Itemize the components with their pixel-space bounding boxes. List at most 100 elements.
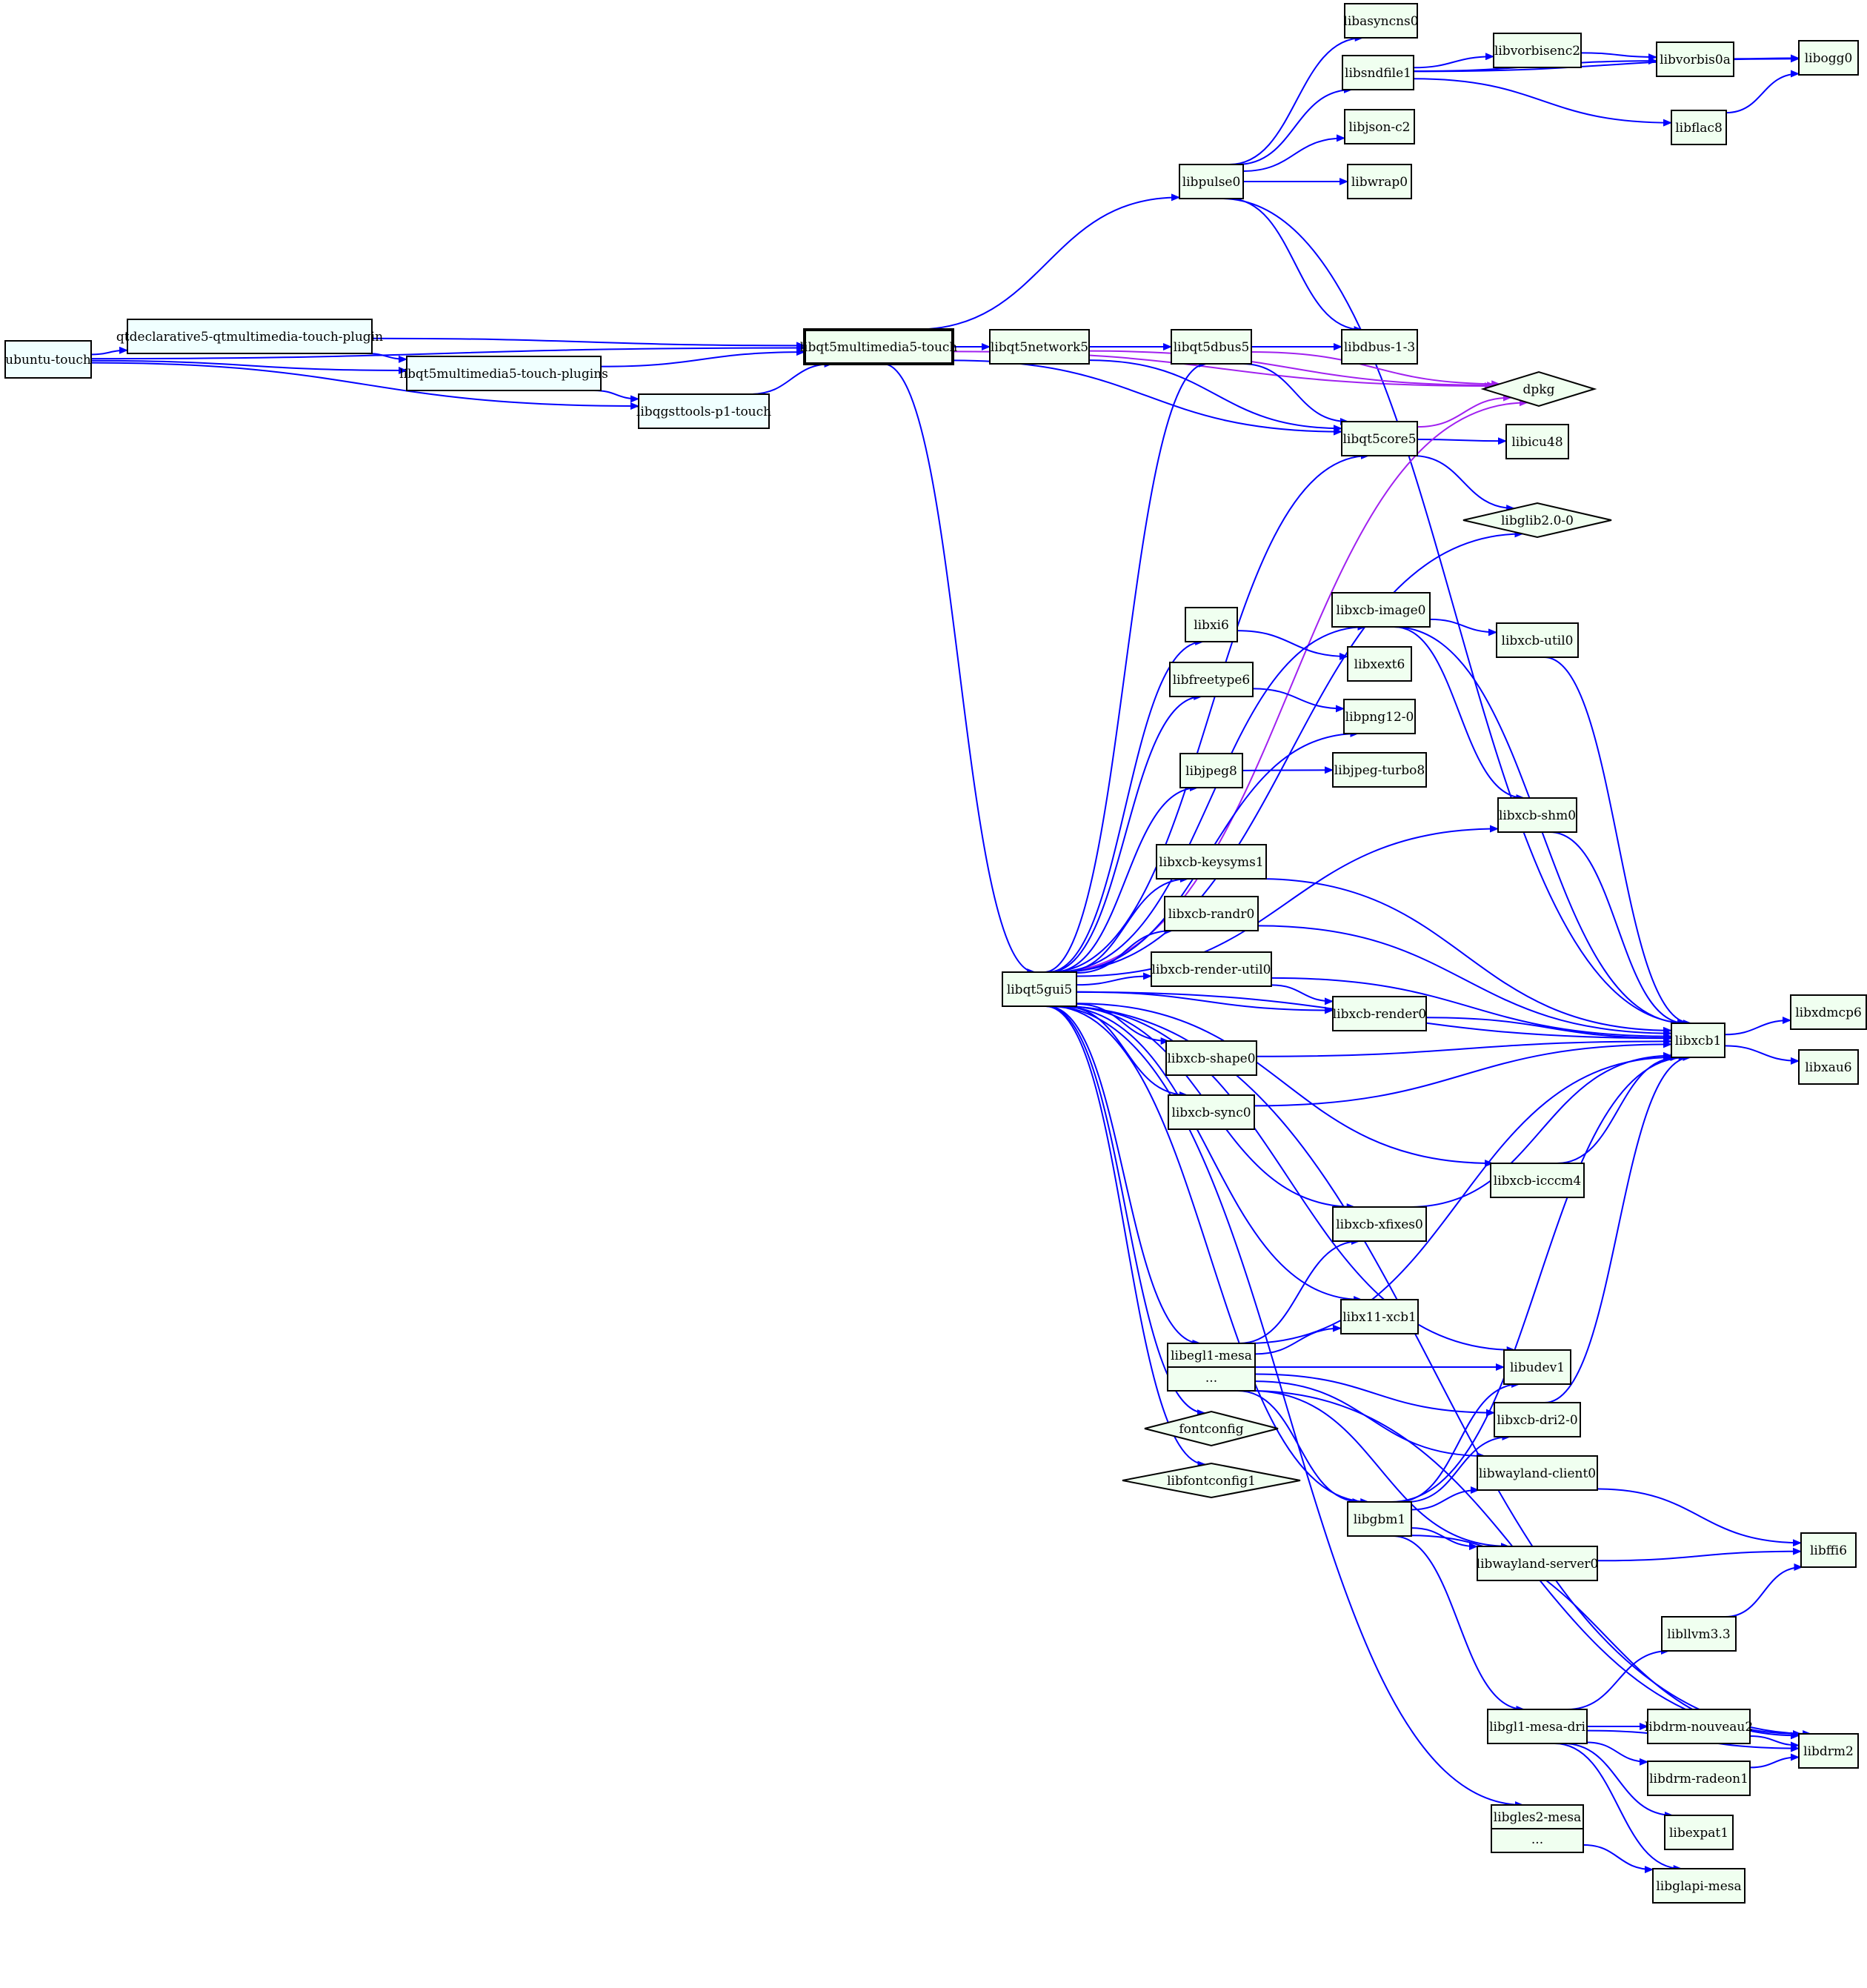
node-libxcb-util0[interactable]: libxcb-util0	[1496, 622, 1579, 658]
node-libudev1[interactable]: libudev1	[1503, 1349, 1571, 1385]
node-shape	[1332, 752, 1427, 788]
node-libwrap0[interactable]: libwrap0	[1347, 164, 1412, 199]
node-libsndfile1[interactable]: libsndfile1	[1342, 55, 1414, 90]
node-libqt5dbus5[interactable]: libqt5dbus5	[1171, 329, 1252, 365]
edge-libpulse0-to-libasyncns0	[1229, 34, 1364, 165]
node-libqt5gui5[interactable]: libqt5gui5	[1002, 971, 1077, 1007]
node-libx11-xcb1[interactable]: libx11-xcb1	[1340, 1299, 1419, 1334]
node-libwayland-client0[interactable]: libwayland-client0	[1477, 1455, 1598, 1491]
node-libqt5core5[interactable]: libqt5core5	[1341, 421, 1418, 456]
node-libdrm-radeon1[interactable]: libdrm-radeon1	[1647, 1761, 1751, 1796]
edge-libwayland-server0-to-libffi6	[1597, 1547, 1802, 1562]
node-label: ubuntu-touch	[5, 353, 91, 368]
node-label: libdrm-radeon1	[1649, 1772, 1748, 1786]
node-label: libxi6	[1194, 618, 1229, 633]
node-libxext6[interactable]: libxext6	[1347, 646, 1412, 682]
node-libxcb-keysyms1[interactable]: libxcb-keysyms1	[1156, 844, 1267, 880]
node-libxcb-shm0[interactable]: libxcb-shm0	[1497, 797, 1577, 833]
node-libxcb-dri2-0[interactable]: libxcb-dri2-0	[1494, 1402, 1581, 1437]
node-label: libxcb-util0	[1502, 634, 1574, 648]
node-shape	[638, 393, 770, 429]
node-qtdeclarative5-qtmultimedia-touch-plugin[interactable]: qtdeclarative5-qtmultimedia-touch-plugin	[116, 319, 383, 354]
node-label: libxcb-dri2-0	[1497, 1413, 1577, 1428]
node-libglib2-0-0[interactable]: libglib2.0-0	[1462, 502, 1612, 539]
node-label: libxcb-xfixes0	[1336, 1217, 1423, 1232]
node-libqgsttools-p1-touch[interactable]: libqgsttools-p1-touch	[636, 393, 771, 429]
node-libdrm2[interactable]: libdrm2	[1798, 1733, 1859, 1769]
node-libwayland-server0[interactable]: libwayland-server0	[1477, 1546, 1599, 1581]
edge-libxcb-render-util0-to-libxcb1	[1271, 977, 1672, 1040]
node-libjson-c2[interactable]: libjson-c2	[1344, 109, 1415, 144]
node-libxi6[interactable]: libxi6	[1185, 607, 1238, 642]
node-ubuntu-touch[interactable]: ubuntu-touch	[4, 340, 92, 379]
node-libgles2-mesa[interactable]: libgles2-mesa...	[1491, 1804, 1584, 1853]
node-libvorbisenc2[interactable]: libvorbisenc2	[1493, 33, 1582, 68]
edge-libqt5multimedia5-touch-to-libpulse0	[913, 193, 1180, 330]
edge-libqt5core5-to-libicu48	[1417, 437, 1507, 445]
node-fontconfig[interactable]: fontconfig	[1144, 1410, 1279, 1447]
node-libegl1-mesa[interactable]: libegl1-mesa...	[1167, 1343, 1256, 1392]
node-libogg0[interactable]: libogg0	[1798, 40, 1859, 76]
node-libexpat1[interactable]: libexpat1	[1664, 1815, 1734, 1850]
node-label: libpulse0	[1182, 175, 1241, 190]
node-label: libxcb-shape0	[1167, 1051, 1255, 1066]
edge-libqt5gui5-to-libxcb-image0	[1054, 623, 1367, 973]
node-libxau6[interactable]: libxau6	[1798, 1049, 1859, 1085]
node-libxcb-xfixes0[interactable]: libxcb-xfixes0	[1332, 1206, 1427, 1242]
node-label: libwrap0	[1351, 175, 1408, 190]
node-shape	[1347, 164, 1412, 199]
node-libffi6[interactable]: libffi6	[1800, 1532, 1857, 1568]
node-libvorbis0a[interactable]: libvorbis0a	[1656, 41, 1734, 77]
node-shape	[1347, 646, 1412, 682]
node-shape	[1164, 896, 1259, 931]
node-libpng12-0[interactable]: libpng12-0	[1343, 699, 1416, 734]
node-libflac8[interactable]: libflac8	[1671, 110, 1727, 145]
node-libxcb-render-util0[interactable]: libxcb-render-util0	[1151, 951, 1272, 987]
node-label: libgbm1	[1354, 1512, 1405, 1527]
edge-libfreetype6-to-libpng12-0	[1252, 688, 1345, 713]
node-label: libxcb-shm0	[1499, 808, 1576, 823]
node-libgl1-mesa-dri[interactable]: libgl1-mesa-dri	[1487, 1709, 1588, 1744]
edge-libqt5gui5-to-libglib2-0-0	[1057, 530, 1524, 973]
edge-libegl1-mesa-to-libxcb-dri2-0	[1254, 1373, 1495, 1417]
node-label: libxdmcp6	[1795, 1005, 1862, 1020]
node-libjpeg-turbo8[interactable]: libjpeg-turbo8	[1332, 752, 1427, 788]
node-libfontconfig1[interactable]: libfontconfig1	[1122, 1462, 1301, 1499]
node-dpkg[interactable]: dpkg	[1480, 370, 1597, 408]
node-libdbus-1-3[interactable]: libdbus-1-3	[1341, 329, 1418, 365]
node-libgbm1[interactable]: libgbm1	[1347, 1501, 1412, 1537]
node-libfreetype6[interactable]: libfreetype6	[1169, 662, 1254, 697]
node-libxcb1[interactable]: libxcb1	[1671, 1023, 1725, 1058]
node-libxcb-sync0[interactable]: libxcb-sync0	[1168, 1094, 1255, 1130]
node-shape	[1002, 971, 1077, 1007]
node-libglapi-mesa[interactable]: libglapi-mesa	[1652, 1868, 1745, 1904]
node-libasyncns0[interactable]: libasyncns0	[1343, 3, 1419, 39]
node-libxdmcp6[interactable]: libxdmcp6	[1790, 994, 1867, 1030]
node-libqt5multimedia5-touch[interactable]: libqt5multimedia5-touch	[800, 328, 958, 365]
node-libicu48[interactable]: libicu48	[1505, 424, 1569, 459]
node-libxcb-icccm4[interactable]: libxcb-icccm4	[1490, 1163, 1585, 1198]
node-libjpeg8[interactable]: libjpeg8	[1179, 753, 1243, 788]
node-libxcb-shape0[interactable]: libxcb-shape0	[1165, 1040, 1257, 1076]
edge-libqt5core5-to-dpkg	[1417, 393, 1512, 428]
node-libxcb-render0[interactable]: libxcb-render0	[1332, 996, 1427, 1031]
node-shape	[1156, 844, 1267, 880]
node-shape	[1494, 1402, 1581, 1437]
node-label: libpng12-0	[1345, 710, 1414, 725]
node-label: libxcb-render0	[1333, 1007, 1427, 1022]
edge-libqt5gui5-to-libfontconfig1	[1045, 1005, 1207, 1469]
node-libqt5multimedia5-touch-plugins[interactable]: libqt5multimedia5-touch-plugins	[399, 356, 608, 391]
node-label: libexpat1	[1669, 1826, 1728, 1841]
node-libpulse0[interactable]: libpulse0	[1179, 164, 1244, 199]
node-shape	[1671, 110, 1727, 145]
edge-libxcb-randr0-to-libxcb1	[1257, 925, 1672, 1037]
node-libdrm-nouveau2[interactable]: libdrm-nouveau2	[1645, 1709, 1753, 1744]
node-libxcb-image0[interactable]: libxcb-image0	[1331, 592, 1431, 628]
edge-libpulse0-to-libdbus-1-3	[1228, 198, 1363, 333]
edge-libqt5network5-to-libqt5core5	[1088, 359, 1342, 433]
node-libxcb-randr0[interactable]: libxcb-randr0	[1164, 896, 1259, 931]
node-libqt5network5[interactable]: libqt5network5	[989, 329, 1090, 365]
node-libllvm3-3[interactable]: libllvm3.3	[1661, 1616, 1737, 1652]
edge-libegl1-mesa-to-libx11-xcb1	[1254, 1324, 1342, 1355]
edge-libxcb-shm0-to-libxcb1	[1549, 831, 1687, 1027]
